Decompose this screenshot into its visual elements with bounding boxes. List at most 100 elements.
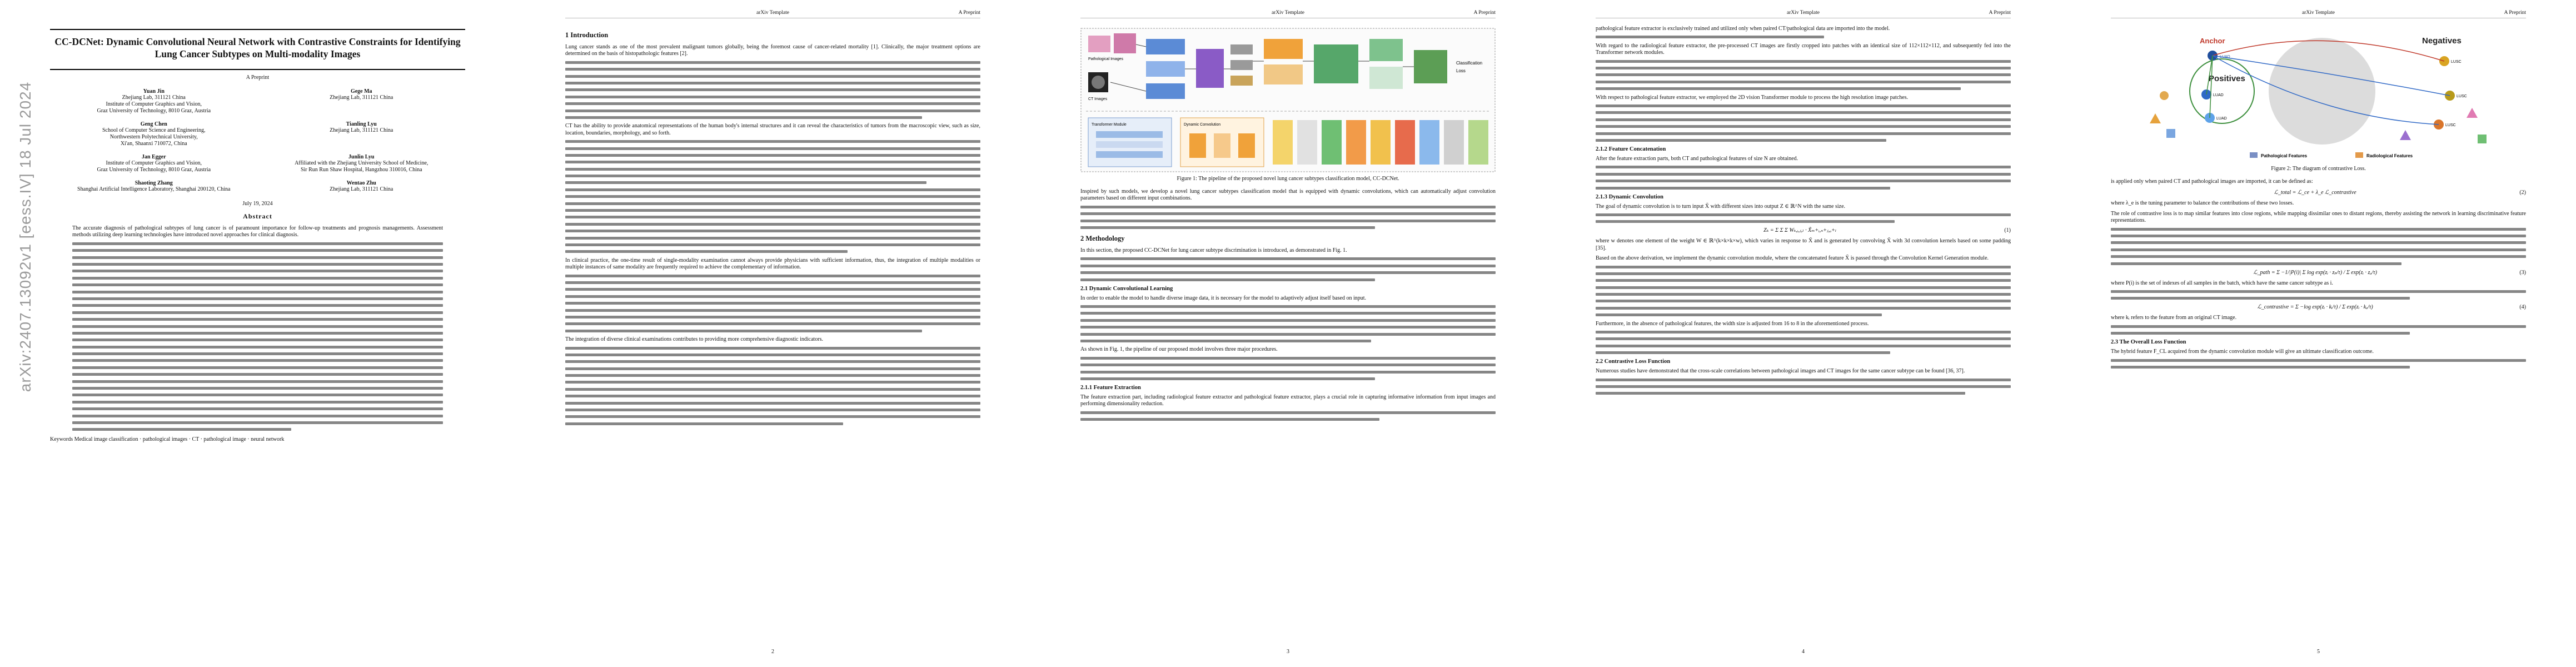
text-line [72,242,443,245]
classifier-panel-blocks [1273,120,1488,165]
text-line [1596,279,2011,282]
text-line [1596,378,2011,381]
text-line [1080,264,1496,267]
text-line [2111,325,2526,328]
lusc-nodes: LUSC LUSC LUSC [2434,56,2467,130]
module-paragraph: Based on the above derivation, we implem… [1596,255,1989,262]
text-line [1596,36,1824,39]
dyn-orange [1264,39,1303,59]
text-line [1596,286,2011,289]
text-line [2111,365,2410,369]
text-line [1596,166,2011,169]
text-line [565,281,980,284]
label-negatives: Negatives [2422,36,2462,46]
text-line [565,102,980,106]
text-line [565,74,980,78]
label-positives: Positives [2209,74,2245,83]
equation-4: ℒ_contrastive = Σ −log exp(zᵢ · kᵢ/τ) / … [2257,304,2526,311]
text-line [565,202,980,205]
figure-2-contrastive-diagram: Anchor Negatives Positives LUAD LUAD LUA… [2150,36,2487,158]
text-line [1080,205,1496,208]
absence-paragraph: Furthermore, in the absence of pathologi… [1596,320,1869,327]
text-line [72,414,443,417]
label-classification: Classification [1456,61,1482,66]
text-line [1596,59,2011,63]
text-line [565,222,980,226]
overall-loss-lines [2111,359,2526,369]
text-line [565,401,980,405]
paper-date: July 19, 2024 [242,201,273,207]
classifier-green [1314,44,1358,83]
radiological-paragraph: With regard to the radiological feature … [1596,42,2011,56]
text-line [1596,306,2011,310]
abstract-text: The accurate diagnosis of pathological s… [72,225,443,238]
text-line [72,359,443,362]
author-affiliation: Institute of Computer Graphics and Visio… [97,160,211,173]
text-line [1080,212,1496,216]
text-line [1596,118,2011,121]
label-pathological-images: Pathological Images [1088,57,1124,61]
text-line [565,250,848,253]
feature-extraction-paragraph: The feature extraction part, including r… [1080,394,1496,407]
text-line [565,415,980,419]
author-name: Gege Ma [350,88,372,94]
text-line [72,249,443,252]
subsection-feature-concat: 2.1.2 Feature Concatenation [1596,146,1666,152]
text-line [1596,186,1891,190]
page-number: 3 [1287,649,1289,655]
text-line [565,374,980,377]
text-line [72,270,443,273]
text-line [565,175,980,178]
text-line [565,346,980,350]
text-line [1080,312,1496,315]
text-line [1596,313,1882,317]
module-paragraph-lines [1596,265,2011,317]
text-line [72,276,443,280]
text-line [565,68,980,71]
contrastive-paragraph: Numerous studies have demonstrated that … [1596,368,1965,375]
text-line [565,322,980,326]
concat-paragraph: After the feature extraction parts, both… [1596,155,1798,162]
abstract-body-lines [72,242,443,431]
text-line [72,400,443,404]
page-number: 4 [1802,649,1805,655]
text-line [2111,248,2526,251]
label-ct-images: CT Images [1088,97,1108,101]
text-line [72,373,443,376]
text-line [1080,377,1376,380]
text-line [565,381,980,384]
text-line [565,230,980,233]
dyn-learning-paragraph-lines [1080,305,1496,342]
luad-nodes: LUAD LUAD [2201,89,2227,123]
text-line [1596,344,2011,347]
text-line [565,61,980,64]
text-line [565,243,980,246]
embedding-sphere [2269,38,2375,145]
legend-radiological-swatch [2355,152,2363,158]
text-line [1080,356,1496,360]
text-line [565,188,980,191]
text-line [565,147,980,150]
text-line [72,366,443,369]
text-line [1080,257,1496,261]
text-line [2111,241,2526,245]
pipeline-paragraph: As shown in Fig. 1, the pipeline of our … [1080,346,1278,353]
text-line [72,428,291,431]
feature-shapes [2150,91,2487,143]
svg-text:Transformer Module: Transformer Module [1092,123,1127,127]
role-paragraph: The role of contrastive loss is to map s… [2111,210,2526,224]
weight-paragraph: where w denotes one element of the weigh… [1596,238,2011,251]
feature-purple [1196,49,1224,88]
text-line [1596,293,2011,296]
text-line [72,290,443,293]
text-line [1596,111,2011,115]
section-introduction: 1 Introduction [565,31,609,39]
indexes-paragraph-lines [2111,290,2526,300]
